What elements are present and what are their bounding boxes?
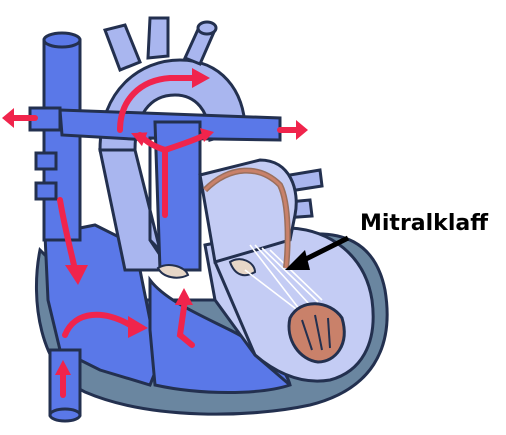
aorta-branch-2 <box>148 18 168 58</box>
aorta-branch-3-opening <box>198 22 216 34</box>
svc-opening <box>44 33 80 47</box>
mitral-valve-label: Mitralklaff <box>360 211 488 236</box>
left-branch-2 <box>36 153 56 169</box>
aorta-branch-1 <box>105 25 140 70</box>
left-branch-3 <box>36 183 56 199</box>
ivc-opening <box>50 409 80 421</box>
